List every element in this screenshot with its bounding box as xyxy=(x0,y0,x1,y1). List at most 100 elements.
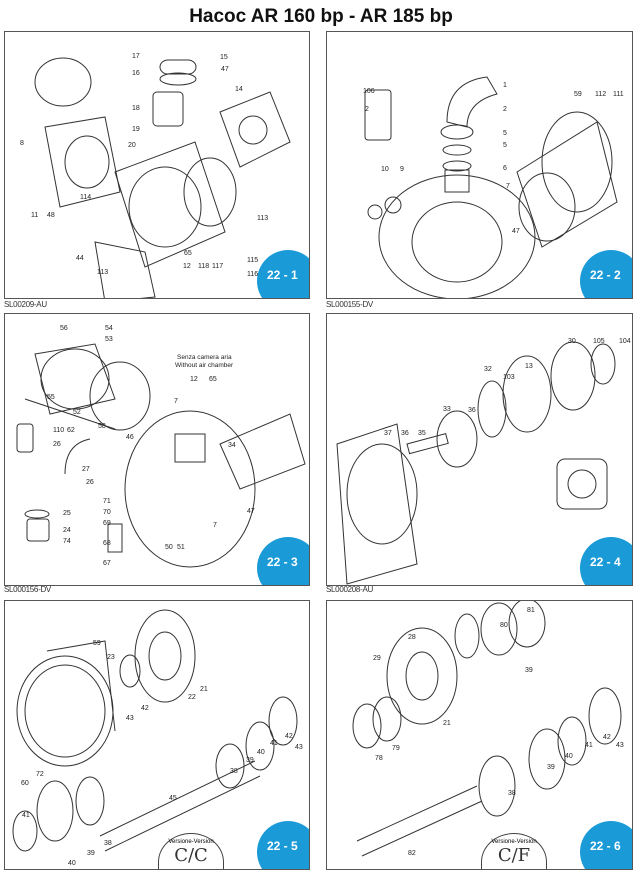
part-number-label: 59 xyxy=(574,91,582,98)
part-number-label: 43 xyxy=(616,742,624,749)
part-number-label: 42 xyxy=(603,734,611,741)
drawing-code: SL000208-AU xyxy=(326,585,373,594)
page-badge-label: 22 - 4 xyxy=(590,555,621,569)
part-number-label: 5 xyxy=(503,130,507,137)
part-number-label: 40 xyxy=(257,749,265,756)
page-badge: 22 - 1 xyxy=(257,250,309,298)
part-number-label: 20 xyxy=(128,142,136,149)
part-number-label: 35 xyxy=(418,430,426,437)
page-badge: 22 - 3 xyxy=(257,537,309,585)
part-number-label: 23 xyxy=(107,654,115,661)
part-number-label: 47 xyxy=(512,228,520,235)
part-number-label: 56 xyxy=(60,325,68,332)
part-number-label: 117 xyxy=(212,263,224,270)
part-number-label: 29 xyxy=(373,655,381,662)
part-number-label: 12 xyxy=(183,263,191,270)
part-number-label: 80 xyxy=(500,622,508,629)
page-badge: 22 - 4 xyxy=(580,537,632,585)
part-number-label: 36 xyxy=(401,430,409,437)
part-number-label: 47 xyxy=(247,508,255,515)
part-number-label: 7 xyxy=(174,398,178,405)
part-number-label: 110 xyxy=(53,427,65,434)
part-number-label: 38 xyxy=(508,790,516,797)
version-label: Versione-Version xyxy=(168,839,214,845)
part-number-label: 43 xyxy=(295,744,303,751)
part-number-label: 13 xyxy=(525,363,533,370)
page-badge-label: 22 - 1 xyxy=(267,268,298,282)
part-number-label: 113 xyxy=(257,215,269,222)
exploded-view-drawing xyxy=(364,76,618,298)
part-number-label: 65 xyxy=(184,250,192,257)
drawing-code: SL00209-AU xyxy=(4,300,47,309)
version-code: C/C xyxy=(174,845,208,866)
air-chamber-note: Without air chamber xyxy=(175,362,234,369)
part-number-label: 2 xyxy=(365,106,369,113)
exploded-view-drawing xyxy=(16,343,306,568)
diagram-panel-1: 22 - 1 xyxy=(4,31,310,299)
part-number-label: 42 xyxy=(285,733,293,740)
part-number-label: 25 xyxy=(63,510,71,517)
diagram-panel-2: 22 - 2 xyxy=(326,31,633,299)
part-number-label: 12 xyxy=(190,376,198,383)
part-number-label: 8 xyxy=(20,140,24,147)
part-number-label: 104 xyxy=(619,338,631,345)
part-number-label: 71 xyxy=(103,498,111,505)
page-badge: 22 - 6 xyxy=(580,821,632,869)
part-number-label: 11 xyxy=(31,212,39,219)
part-number-label: 62 xyxy=(67,427,75,434)
drawing-code: SL000156-DV xyxy=(4,585,51,594)
part-number-label: 68 xyxy=(103,540,111,547)
part-number-label: 54 xyxy=(105,325,113,332)
part-number-label: 6 xyxy=(503,165,507,172)
part-number-label: 42 xyxy=(141,705,149,712)
page-badge-label: 22 - 3 xyxy=(267,555,298,569)
page-badge-label: 22 - 6 xyxy=(590,839,621,853)
part-number-label: 115 xyxy=(247,257,259,264)
part-number-label: 58 xyxy=(98,423,106,430)
exploded-view-drawing xyxy=(336,341,616,585)
page-title: Hacoc AR 160 bp - AR 185 bp xyxy=(189,6,453,27)
part-number-label: 51 xyxy=(177,544,185,551)
part-number-label: 41 xyxy=(585,742,593,749)
part-number-label: 39 xyxy=(87,850,95,857)
part-number-label: 106 xyxy=(363,88,375,95)
part-number-label: 44 xyxy=(76,255,84,262)
version-label: Versione-Version xyxy=(491,839,537,845)
part-number-label: 52 xyxy=(73,409,81,416)
part-number-label: 15 xyxy=(220,54,228,61)
part-number-label: 32 xyxy=(484,366,492,373)
part-number-label: 111 xyxy=(613,91,624,98)
page-badge: 22 - 2 xyxy=(580,250,632,298)
part-number-label: 41 xyxy=(22,812,30,819)
part-number-label: 43 xyxy=(126,715,134,722)
part-number-label: 40 xyxy=(68,860,76,867)
part-number-label: 21 xyxy=(200,686,208,693)
part-number-label: 21 xyxy=(443,720,451,727)
part-number-label: 55 xyxy=(47,394,55,401)
part-number-label: 105 xyxy=(593,338,605,345)
part-number-label: 69 xyxy=(103,520,111,527)
diagram-panel-4: 22 - 4 xyxy=(326,313,633,586)
part-number-label: 24 xyxy=(63,527,71,534)
part-number-label: 28 xyxy=(408,634,416,641)
part-number-label: 19 xyxy=(132,126,140,133)
part-number-label: 33 xyxy=(443,406,451,413)
part-number-label: 40 xyxy=(565,753,573,760)
part-number-label: 16 xyxy=(132,70,140,77)
page-badge-label: 22 - 5 xyxy=(267,839,298,853)
part-number-label: 74 xyxy=(63,538,71,545)
part-number-label: 17 xyxy=(132,53,140,60)
part-number-label: 113 xyxy=(97,269,109,276)
part-number-label: 67 xyxy=(103,560,111,567)
part-number-label: 47 xyxy=(221,66,229,73)
part-number-label: 112 xyxy=(595,91,607,98)
part-number-label: 38 xyxy=(104,840,112,847)
part-number-label: 60 xyxy=(21,780,29,787)
part-number-label: 14 xyxy=(235,86,243,93)
part-number-label: 46 xyxy=(126,434,134,441)
part-number-label: 39 xyxy=(525,667,533,674)
part-number-label: 116 xyxy=(247,271,259,278)
part-number-label: 39 xyxy=(246,757,254,764)
part-number-label: 22 xyxy=(188,694,196,701)
